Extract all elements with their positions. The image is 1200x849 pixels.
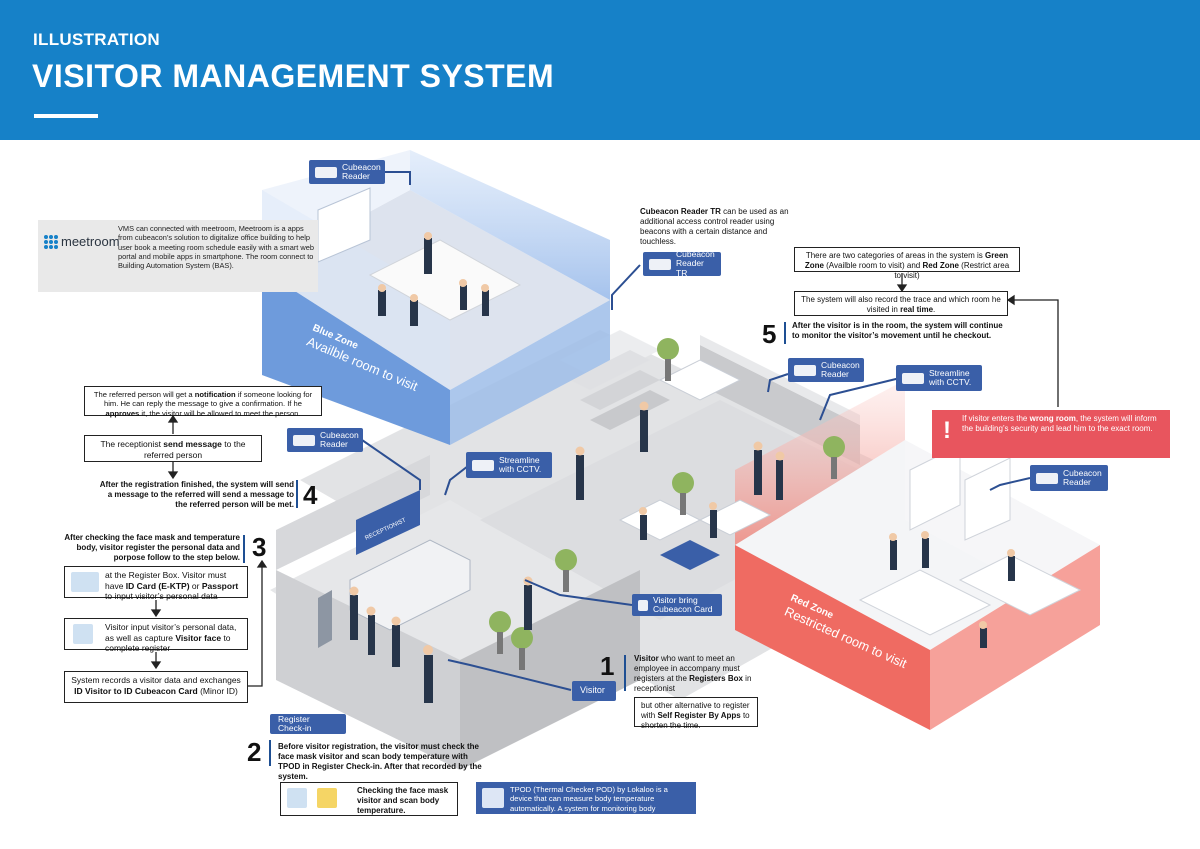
blue-zone-right-wall <box>450 300 610 445</box>
face-capture-icon <box>73 624 93 644</box>
step1-alt-box: but other alternative to register with S… <box>634 697 758 730</box>
step3-main: After checking the face mask and tempera… <box>64 533 240 562</box>
tag-cctv-right: Streamline with CCTV. <box>896 365 982 391</box>
tag-reader-left: Cubeacon Reader <box>287 428 363 452</box>
cctv-camera-icon <box>902 372 924 384</box>
cubeacon-reader-icon <box>794 364 816 376</box>
blue-zone-front-wall <box>262 270 450 445</box>
warning-icon: ! <box>943 417 951 444</box>
red-zone-front-wall <box>735 545 930 730</box>
step1-main: Visitor who want to meet an employee in … <box>634 654 752 693</box>
meetroom-logo: meetroom <box>44 234 120 249</box>
step5-number: 5 <box>762 319 777 349</box>
step5-main: After the visitor is in the room, the sy… <box>792 321 1003 340</box>
lobby-people <box>350 410 783 703</box>
header-rule <box>34 114 98 118</box>
receptionist-sign-board <box>356 490 420 555</box>
lobby-back-wall <box>276 455 430 570</box>
meetroom-info-box: meetroom VMS can connected with meetroom… <box>38 220 318 292</box>
reader-tr-note-lead: Cubeacon Reader TR <box>640 207 721 216</box>
step1-number: 1 <box>600 651 615 681</box>
meetroom-logo-icon <box>44 234 58 249</box>
header-banner: ILLUSTRATION VISITOR MANAGEMENT SYSTEM <box>0 0 1200 140</box>
cubeacon-reader-icon <box>649 258 671 270</box>
red-zone-desks <box>858 554 1082 636</box>
tpod-stand <box>318 590 332 648</box>
step5-zones-box: There are two categories of areas in the… <box>794 247 1020 280</box>
cubeacon-card-icon <box>638 599 648 611</box>
step5-trace-box: The system will also record the trace an… <box>794 291 1008 316</box>
header-subtitle: ILLUSTRATION <box>33 30 160 49</box>
blue-zone-side-wall <box>410 150 610 300</box>
tag-reader-tr: Cubeacon Reader TR <box>643 249 721 277</box>
step2-number: 2 <box>247 737 262 767</box>
cubeacon-reader-icon <box>293 434 315 446</box>
step3-register-box: at the Register Box. Visitor must have I… <box>64 566 248 601</box>
whiteboard <box>317 187 371 263</box>
meetroom-brand: meetroom <box>61 234 120 249</box>
step4-main: After the registration finished, the sys… <box>99 480 294 509</box>
tag-visitor: Visitor <box>572 681 616 701</box>
tpod-device-icon <box>482 788 504 808</box>
connector-lines <box>361 171 1031 691</box>
tag-reader-top: Cubeacon Reader <box>309 160 385 184</box>
reader-tr-note-rest: can be used as an additional access cont… <box>640 207 789 246</box>
thermal-scan-icon <box>317 788 337 808</box>
step2-main: Before visitor registration, the visitor… <box>278 742 482 781</box>
step3-number: 3 <box>252 532 267 562</box>
reader-tr-note: Cubeacon Reader TR can be used as an add… <box>640 207 790 247</box>
corridor-wall-top <box>700 335 860 425</box>
left-arrows <box>150 414 268 687</box>
cctv-camera-icon <box>472 459 494 471</box>
header-title: VISITOR MANAGEMENT SYSTEM <box>32 58 555 94</box>
cubeacon-reader-icon <box>315 166 337 178</box>
tpod-info-box: TPOD (Thermal Checker POD) by Lokaloo is… <box>476 782 696 822</box>
tag-cctv-left: Streamline with CCTV. <box>466 452 552 478</box>
step4-notify-box: The referred person will get a notificat… <box>84 386 322 418</box>
server-shelves <box>909 444 1011 541</box>
cubeacon-reader-icon <box>1036 472 1058 484</box>
tag-visitor-card: Visitor bring Cubeacon Card <box>632 594 722 616</box>
tag-reader-mid: Cubeacon Reader <box>788 358 864 382</box>
wrong-room-alert: ! If visitor enters the wrong room, the … <box>932 410 1170 458</box>
step2-check-box: Checking the face mask visitor and scan … <box>280 782 458 816</box>
step3-face-box: Visitor input visitor’s personal data, a… <box>64 618 248 653</box>
step4-send-box: The receptionist send message to the ref… <box>84 435 262 462</box>
face-mask-icon <box>287 788 307 808</box>
step5-arrows <box>896 273 1059 407</box>
potted-plants <box>489 338 845 670</box>
lobby-coffee-table <box>660 540 720 570</box>
step3-records-box: System records a visitor data and exchan… <box>64 671 248 703</box>
id-card-icon <box>71 572 99 592</box>
step4-number: 4 <box>303 480 318 510</box>
lobby-wall-right <box>460 570 640 770</box>
meetroom-text: VMS can connected with meetroom, Meetroo… <box>118 224 314 270</box>
meeting-people <box>378 238 489 326</box>
tag-register-checkin: Register Check-in <box>270 714 346 734</box>
tag-reader-right: Cubeacon Reader <box>1030 465 1108 491</box>
red-zone-side-wall <box>735 380 905 545</box>
